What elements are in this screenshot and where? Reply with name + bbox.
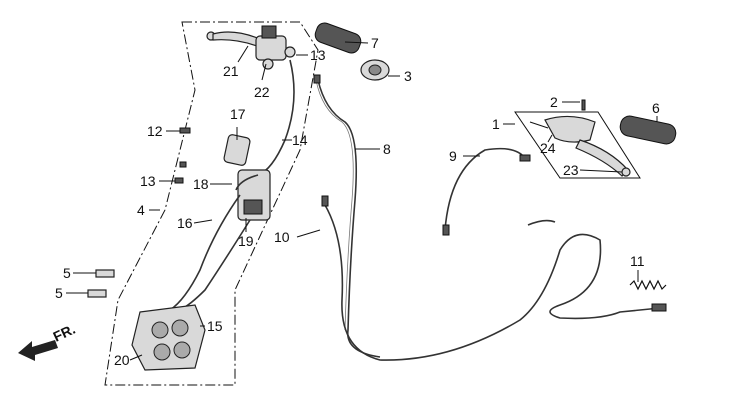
label-12: 12 xyxy=(147,123,163,139)
bolt-13b xyxy=(179,161,187,168)
front-arrow-icon xyxy=(18,340,58,361)
label-7: 7 xyxy=(371,35,379,51)
rear-brake-cable xyxy=(321,195,667,361)
label-20: 20 xyxy=(114,352,130,368)
label-14: 14 xyxy=(292,132,308,148)
lever-assembly-box xyxy=(514,111,641,179)
throttle-cable xyxy=(313,74,381,358)
label-2: 2 xyxy=(550,94,558,110)
reservoir xyxy=(223,134,251,166)
label-23: 23 xyxy=(563,162,579,178)
label-11: 11 xyxy=(630,253,645,269)
label-13b: 13 xyxy=(140,173,156,189)
label-10: 10 xyxy=(274,229,290,245)
label-17: 17 xyxy=(230,106,246,122)
bolt xyxy=(581,99,586,111)
label-21: 21 xyxy=(223,63,239,79)
label-19: 19 xyxy=(238,233,254,249)
label-5a: 5 xyxy=(63,265,71,281)
handle-grip xyxy=(619,115,677,145)
clutch-cable xyxy=(442,147,531,236)
label-1: 1 xyxy=(492,116,500,132)
label-5b: 5 xyxy=(55,285,63,301)
label-16: 16 xyxy=(177,215,193,231)
bolt-5a xyxy=(95,269,115,278)
bolt-12 xyxy=(179,127,191,134)
front-brake-lever xyxy=(206,31,263,49)
label-4: 4 xyxy=(137,202,145,218)
brake-valve xyxy=(237,169,271,221)
label-15: 15 xyxy=(207,318,223,334)
bolt-13 xyxy=(174,177,184,184)
label-9: 9 xyxy=(449,148,457,164)
master-cylinder xyxy=(255,25,296,70)
throttle-grip xyxy=(314,22,362,54)
label-24: 24 xyxy=(540,140,556,156)
return-spring xyxy=(629,279,667,291)
brake-hose-upper xyxy=(235,174,259,191)
bolt-5b xyxy=(87,289,107,298)
label-3: 3 xyxy=(404,68,412,84)
brake-caliper xyxy=(131,304,206,371)
direction-marker: FR. xyxy=(51,321,78,345)
brake-hose-lower xyxy=(169,194,241,311)
assembly-boundary xyxy=(104,21,319,386)
clutch-lever xyxy=(529,115,631,177)
label-13a: 13 xyxy=(310,47,326,63)
label-6: 6 xyxy=(652,100,660,116)
leader-lines xyxy=(66,41,658,361)
brake-hose xyxy=(257,59,295,176)
label-22: 22 xyxy=(254,84,270,100)
throttle-housing xyxy=(360,59,390,81)
label-18: 18 xyxy=(193,176,209,192)
label-8: 8 xyxy=(383,141,391,157)
